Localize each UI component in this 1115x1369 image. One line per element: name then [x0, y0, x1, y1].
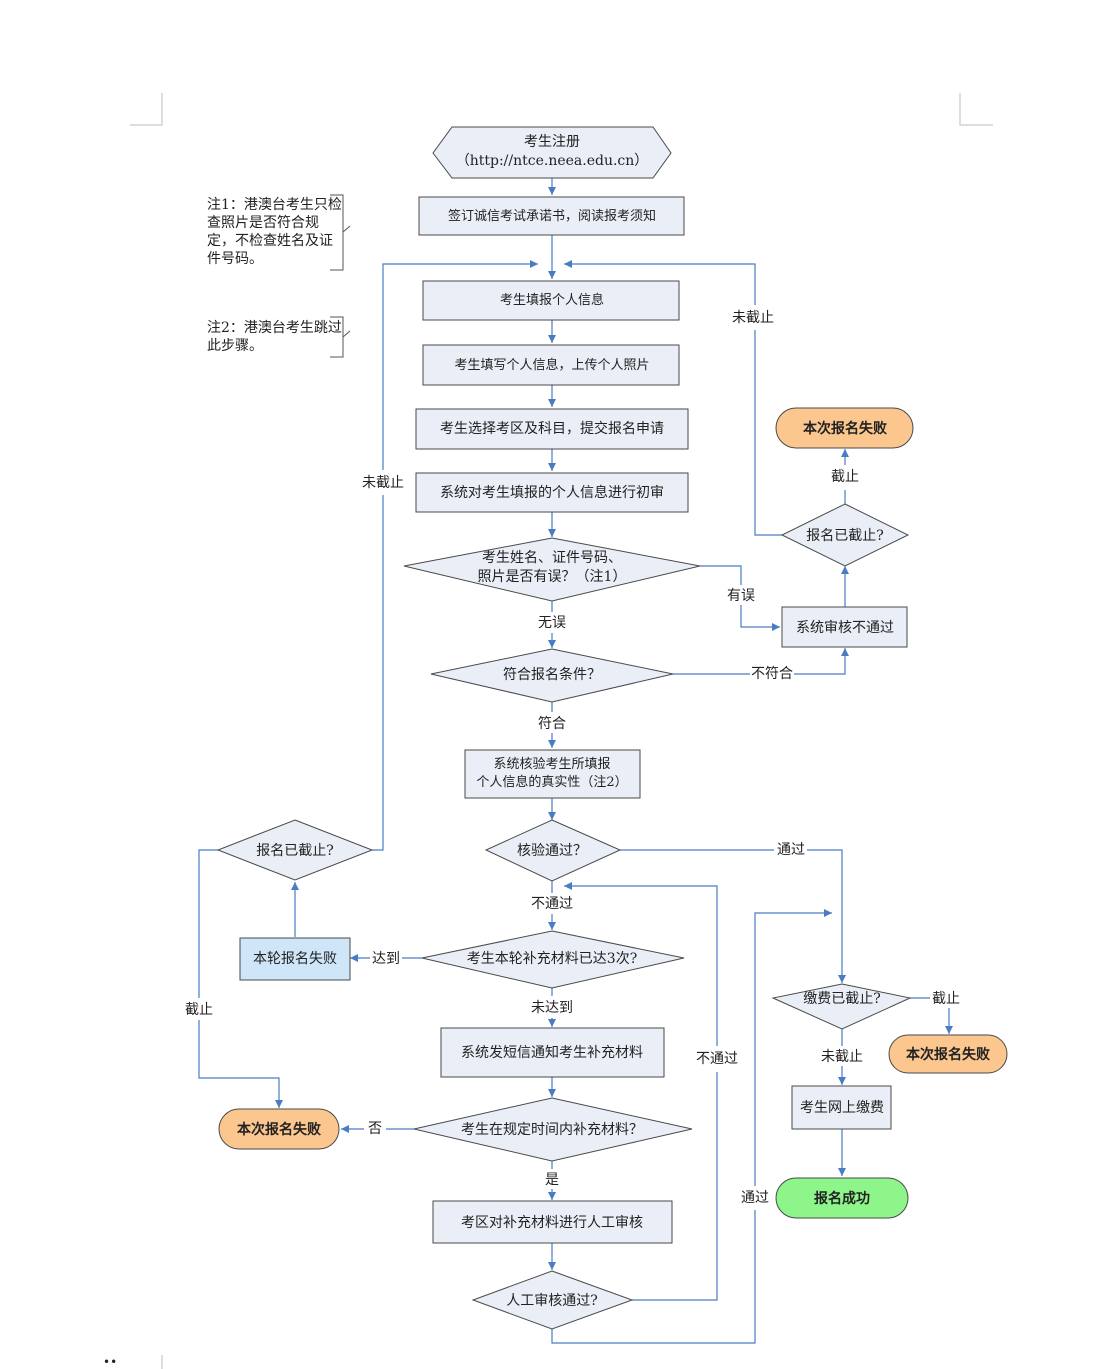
label-not-qualified: 不符合 — [751, 666, 793, 682]
connectors — [198, 178, 953, 1344]
manual-passed-decision: 人工审核通过? — [471, 1270, 634, 1330]
check-errors-line1: 考生姓名、证件号码、 — [482, 550, 622, 566]
supplement-in-time-decision: 考生在规定时间内补充材料？ — [413, 1097, 693, 1162]
supplement-count-decision: 考生本轮补充材料已达3次? — [421, 930, 685, 989]
fail-left-text: 本次报名失败 — [237, 1121, 322, 1138]
manual-review-node: 考区对补充材料进行人工审核 — [432, 1200, 673, 1244]
select-area-text: 考生选择考区及科目，提交报名申请 — [440, 420, 664, 437]
label-qualified: 符合 — [538, 716, 566, 732]
start-register-node: 考生注册 （http://ntce.neea.edu.cn） — [432, 126, 672, 179]
note2-line1: 注2：港澳台考生跳过 — [207, 320, 342, 336]
check-errors-line2: 照片是否有误？（注1） — [478, 569, 627, 585]
fail-payment-terminal: 本次报名失败 — [888, 1034, 1008, 1074]
note1-line1: 注1：港澳台考生只检 — [207, 197, 342, 213]
label-yes: 是 — [545, 1172, 559, 1188]
label-not-passed: 不通过 — [531, 896, 573, 912]
label-not-closed-payment: 未截止 — [821, 1049, 863, 1065]
verify-line1: 系统核验考生所填报 — [493, 756, 610, 772]
success-text: 报名成功 — [814, 1190, 870, 1207]
sms-notify-text: 系统发短信通知考生补充材料 — [461, 1044, 643, 1061]
payment-deadline-decision: 缴费已截止? — [771, 983, 912, 1030]
check-errors-decision: 考生姓名、证件号码、 照片是否有误？（注1） — [403, 537, 701, 602]
label-closed-right: 截止 — [831, 469, 859, 485]
deadline-left-decision: 报名已截止? — [216, 819, 374, 881]
sign-pledge-text: 签订诚信考试承诺书，阅读报考须知 — [448, 208, 656, 224]
label-has-error: 有误 — [727, 588, 755, 604]
verify-line2: 个人信息的真实性（注2） — [476, 774, 627, 790]
meets-conditions-text: 符合报名条件？ — [503, 666, 601, 683]
manual-passed-text: 人工审核通过? — [506, 1293, 598, 1309]
sms-notify-node: 系统发短信通知考生补充材料 — [440, 1027, 665, 1078]
fail-left-terminal: 本次报名失败 — [218, 1108, 340, 1150]
verify-identity-node: 系统核验考生所填报 个人信息的真实性（注2） — [464, 749, 641, 799]
round-fail-node: 本轮报名失败 — [239, 937, 351, 981]
label-closed-left: 截止 — [185, 1002, 213, 1018]
sign-pledge-node: 签订诚信考试承诺书，阅读报考须知 — [418, 196, 685, 236]
footer-mark: •• — [103, 1355, 117, 1369]
pay-online-text: 考生网上缴费 — [800, 1100, 884, 1116]
note-1: 注1：港澳台考生只检 查照片是否符合规 定，不检查姓名及证 件号码。 — [207, 194, 351, 271]
supplement-in-time-text: 考生在规定时间内补充材料？ — [461, 1122, 643, 1138]
note1-line4: 件号码。 — [207, 251, 263, 267]
note1-line3: 定，不检查姓名及证 — [207, 233, 333, 249]
start-url: （http://ntce.neea.edu.cn） — [456, 153, 649, 169]
label-reached: 达到 — [372, 951, 400, 967]
verify-passed-decision: 核验通过？ — [484, 819, 622, 882]
fail-top-right-terminal: 本次报名失败 — [775, 407, 914, 449]
round-fail-text: 本轮报名失败 — [253, 951, 337, 967]
pay-online-node: 考生网上缴费 — [791, 1085, 892, 1130]
label-not-closed-left: 未截止 — [362, 475, 404, 491]
page-margin-marks — [130, 93, 993, 1369]
select-area-node: 考生选择考区及科目，提交报名申请 — [415, 408, 689, 450]
fill-info-node: 考生填报个人信息 — [422, 280, 680, 321]
edge-labels: 未截止 截止 有误 无误 不符合 符合 通过 未截止 不通过 达到 未达到 截止… — [185, 310, 960, 1206]
deadline-right-text: 报名已截止? — [806, 528, 884, 544]
note1-line2: 查照片是否符合规 — [207, 215, 319, 231]
note2-line2: 此步骤。 — [207, 338, 263, 354]
deadline-right-decision: 报名已截止? — [780, 503, 910, 567]
system-reject-node: 系统审核不通过 — [781, 606, 908, 648]
upload-photo-node: 考生填写个人信息，上传个人照片 — [422, 344, 680, 386]
initial-review-text: 系统对考生填报的个人信息进行初审 — [440, 484, 664, 501]
upload-photo-text: 考生填写个人信息，上传个人照片 — [454, 357, 649, 373]
manual-review-text: 考区对补充材料进行人工审核 — [461, 1215, 643, 1231]
label-not-reached: 未达到 — [531, 1000, 573, 1016]
label-no-error: 无误 — [538, 615, 566, 631]
label-not-closed-right: 未截止 — [732, 310, 774, 326]
label-passed-top: 通过 — [777, 842, 805, 858]
deadline-left-text: 报名已截止? — [256, 843, 334, 859]
start-title: 考生注册 — [524, 134, 580, 150]
label-passed-bottom: 通过 — [741, 1190, 769, 1206]
initial-review-node: 系统对考生填报的个人信息进行初审 — [415, 472, 689, 513]
payment-deadline-text: 缴费已截止? — [803, 991, 881, 1007]
supplement-count-text: 考生本轮补充材料已达3次? — [467, 951, 637, 967]
success-terminal: 报名成功 — [775, 1177, 909, 1219]
meets-conditions-decision: 符合报名条件？ — [430, 648, 674, 703]
note-2: 注2：港澳台考生跳过 此步骤。 — [207, 316, 351, 358]
fill-info-text: 考生填报个人信息 — [500, 292, 604, 308]
fail-top-right-text: 本次报名失败 — [803, 420, 888, 437]
label-closed-payment: 截止 — [932, 991, 960, 1007]
label-not-passed-loop: 不通过 — [696, 1051, 738, 1067]
label-no: 否 — [368, 1121, 382, 1137]
fail-payment-text: 本次报名失败 — [906, 1046, 991, 1063]
verify-passed-text: 核验通过？ — [517, 843, 587, 859]
system-reject-text: 系统审核不通过 — [796, 620, 894, 636]
